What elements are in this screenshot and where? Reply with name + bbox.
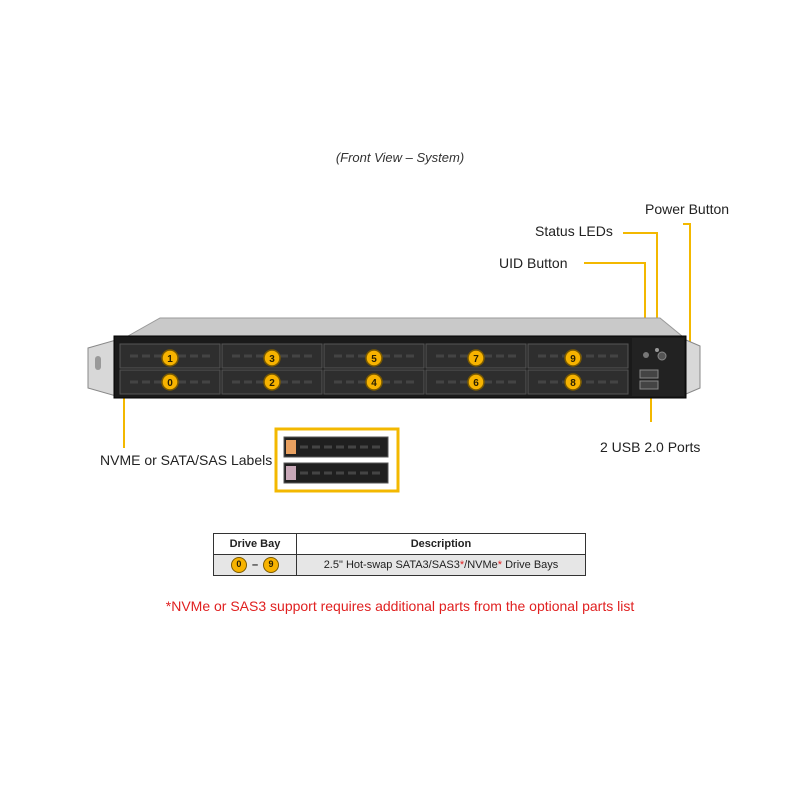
usb-port-icon — [639, 380, 659, 390]
range-dash: – — [251, 559, 259, 571]
desc-part2: /NVMe — [464, 559, 498, 571]
bay-number-5: 5 — [371, 354, 377, 365]
left-rack-ear — [87, 339, 117, 397]
bay-badge — [161, 349, 179, 367]
drive-bay-table: Drive Bay Description 0–9 2.5" Hot-swap … — [213, 533, 586, 576]
bay-badge — [564, 373, 582, 391]
status-leds-label: Status LEDs — [535, 223, 613, 239]
asterisk-mark: * — [459, 559, 465, 571]
bay-badge — [161, 373, 179, 391]
bay-badge — [467, 349, 485, 367]
bay-badge — [564, 349, 582, 367]
bay-badge — [365, 373, 383, 391]
bay-badge — [365, 349, 383, 367]
sas-label-swatch — [286, 466, 296, 480]
table-row: 0–9 2.5" Hot-swap SATA3/SAS3*/NVMe* Driv… — [213, 554, 586, 576]
bay-number-2: 2 — [269, 378, 275, 389]
bay-badge — [263, 373, 281, 391]
figure-caption: (Front View – System) — [335, 150, 465, 165]
drive-labels-callout: NVME or SATA/SAS Labels — [100, 452, 273, 468]
power-button-label: Power Button — [645, 201, 730, 217]
left-ear-slot — [95, 356, 101, 370]
asterisk-mark-2: * — [497, 559, 503, 571]
status-led-icon — [655, 348, 659, 352]
bay-end-badge: 9 — [263, 557, 280, 573]
bay-badge — [263, 349, 281, 367]
bay-number-4: 4 — [371, 378, 377, 389]
bay-number-9: 9 — [570, 354, 576, 365]
bay-range-cell: 0–9 — [213, 554, 297, 576]
status-leader-v — [656, 232, 658, 350]
labels-leader-v — [123, 398, 125, 448]
uid-button-label: UID Button — [499, 255, 568, 271]
bay-number-6: 6 — [473, 378, 479, 389]
usb-ports-label: 2 USB 2.0 Ports — [600, 439, 701, 455]
power-button-icon — [657, 351, 667, 361]
status-leader-h — [623, 232, 658, 234]
bay-start-badge: 0 — [230, 557, 247, 573]
uid-leader-v — [644, 262, 646, 354]
uid-button-icon — [643, 352, 649, 358]
power-leader-v — [689, 223, 691, 368]
drive-bay-header: Drive Bay — [213, 533, 297, 555]
bay-number-8: 8 — [570, 378, 576, 389]
description-cell: 2.5" Hot-swap SATA3/SAS3*/NVMe* Drive Ba… — [296, 554, 586, 576]
uid-leader-h — [584, 262, 646, 264]
desc-part1: 2.5" Hot-swap SATA3/SAS3 — [323, 559, 460, 571]
right-rack-ear — [685, 339, 701, 395]
usb-leader-v — [650, 392, 652, 422]
desc-part3: Drive Bays — [502, 559, 559, 571]
bay-badge — [467, 373, 485, 391]
bay-badge-group: 1 3 5 7 9 0 2 4 6 8 — [161, 349, 582, 391]
nvme-label-swatch — [286, 440, 296, 454]
bay-number-7: 7 — [473, 354, 479, 365]
bay-number-3: 3 — [269, 354, 275, 365]
chassis-top — [126, 317, 684, 337]
description-header: Description — [296, 533, 586, 555]
bay-number-1: 1 — [167, 354, 173, 365]
power-leader-h — [683, 223, 691, 225]
footnote: *NVMe or SAS3 support requires additiona… — [165, 598, 635, 614]
usb-port-icon — [639, 369, 659, 379]
bay-number-0: 0 — [167, 378, 173, 389]
